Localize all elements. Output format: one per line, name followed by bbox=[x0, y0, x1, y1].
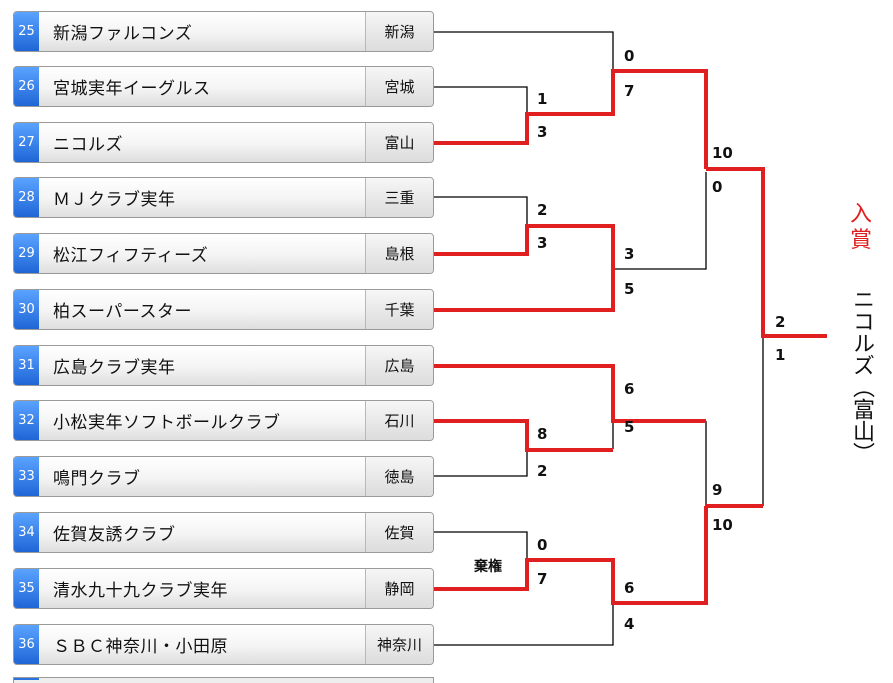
prefecture-label: 佐賀 bbox=[365, 513, 433, 552]
team-name: 新潟ファルコンズ bbox=[53, 24, 193, 44]
team-name: 小松実年ソフトボールクラブ bbox=[53, 413, 281, 433]
bracket-line-33 bbox=[434, 450, 528, 477]
team-row-31[interactable]: 31 広島クラブ実年 広島 bbox=[13, 345, 434, 386]
score-r1-32: 8 bbox=[537, 425, 548, 443]
prefecture-label: 三重 bbox=[365, 178, 433, 217]
prefecture-label: 千葉 bbox=[365, 290, 433, 329]
winner-path-27 bbox=[434, 69, 708, 169]
team-name: 鳴門クラブ bbox=[53, 469, 141, 489]
seed-number: 27 bbox=[14, 123, 39, 162]
seed-number: 33 bbox=[14, 457, 39, 496]
team-row-26[interactable]: 26 宮城実年イーグルス 宮城 bbox=[13, 66, 434, 107]
prefecture-label: 宮城 bbox=[365, 67, 433, 106]
winner-name: ニコルズ（富山） bbox=[849, 288, 874, 464]
seed-number: 25 bbox=[14, 12, 39, 51]
score-r2-30: 5 bbox=[624, 280, 635, 298]
prefecture-label: 石川 bbox=[365, 401, 433, 440]
winner-path-30 bbox=[434, 269, 615, 312]
team-row-27[interactable]: 27 ニコルズ 富山 bbox=[13, 122, 434, 163]
seed-number: 35 bbox=[14, 569, 39, 608]
prefecture-label: 広島 bbox=[365, 346, 433, 385]
score-r3-c: 9 bbox=[712, 481, 723, 499]
team-row-34[interactable]: 34 佐賀友誘クラブ 佐賀 bbox=[13, 512, 434, 553]
prefecture-label: 神奈川 bbox=[365, 625, 433, 664]
seed-number: 31 bbox=[14, 346, 39, 385]
team-row-35[interactable]: 35 清水九十九クラブ実年 静岡 bbox=[13, 568, 434, 609]
score-r2-31: 6 bbox=[624, 380, 635, 398]
team-row-30[interactable]: 30 柏スーパースター 千葉 bbox=[13, 289, 434, 330]
score-r1-26: 1 bbox=[537, 90, 548, 108]
prefecture-label: 静岡 bbox=[365, 569, 433, 608]
team-name: 宮城実年イーグルス bbox=[53, 79, 211, 99]
prefecture-label: 島根 bbox=[365, 234, 433, 273]
bracket-line-34 bbox=[434, 531, 528, 560]
score-final-top: 2 bbox=[775, 313, 786, 331]
score-r1-33: 2 bbox=[537, 462, 548, 480]
team-row-29[interactable]: 29 松江フィフティーズ 島根 bbox=[13, 233, 434, 274]
award-label: 入賞 bbox=[849, 202, 872, 253]
team-name: 広島クラブ実年 bbox=[53, 358, 176, 378]
winner-path-final bbox=[706, 167, 827, 338]
next-team-seed-partial bbox=[14, 678, 39, 680]
score-r1-28: 2 bbox=[537, 201, 548, 219]
team-name: 清水九十九クラブ実年 bbox=[53, 581, 228, 601]
team-name: 柏スーパースター bbox=[53, 302, 192, 322]
score-r2-25: 0 bbox=[624, 47, 635, 65]
score-r2-36: 4 bbox=[624, 615, 635, 633]
bracket-line-2830 bbox=[613, 172, 707, 270]
team-row-33[interactable]: 33 鳴門クラブ 徳島 bbox=[13, 456, 434, 497]
bracket-line-36 bbox=[434, 603, 614, 646]
winner-path-31 bbox=[434, 364, 706, 423]
score-r1-29: 3 bbox=[537, 234, 548, 252]
bracket-line-28 bbox=[434, 196, 528, 226]
team-name: ＳＢＣ神奈川・小田原 bbox=[53, 637, 228, 657]
prefecture-label: 新潟 bbox=[365, 12, 433, 51]
seed-number: 34 bbox=[14, 513, 39, 552]
winner-path-32 bbox=[434, 419, 613, 452]
team-name: ニコルズ bbox=[53, 135, 123, 155]
team-row-32[interactable]: 32 小松実年ソフトボールクラブ 石川 bbox=[13, 400, 434, 441]
score-final-bottom: 1 bbox=[775, 346, 786, 364]
bracket-line-25 bbox=[434, 31, 614, 71]
score-r1-27: 3 bbox=[537, 123, 548, 141]
winner-path-35 bbox=[434, 506, 708, 605]
forfeit-note: 棄権 bbox=[474, 559, 502, 575]
score-r3-a: 10 bbox=[712, 144, 733, 162]
score-r1-35: 7 bbox=[537, 570, 548, 588]
team-row-28[interactable]: 28 ＭＪクラブ実年 三重 bbox=[13, 177, 434, 218]
team-name: ＭＪクラブ実年 bbox=[53, 190, 176, 210]
seed-number: 29 bbox=[14, 234, 39, 273]
score-r3-d: 10 bbox=[712, 516, 733, 534]
winner-path-29 bbox=[434, 224, 615, 269]
score-r1-34: 0 bbox=[537, 536, 548, 554]
prefecture-label: 徳島 bbox=[365, 457, 433, 496]
team-name: 佐賀友誘クラブ bbox=[53, 525, 176, 545]
score-r2-3233: 5 bbox=[624, 418, 635, 436]
score-r3-b: 0 bbox=[712, 178, 723, 196]
seed-number: 30 bbox=[14, 290, 39, 329]
team-row-25[interactable]: 25 新潟ファルコンズ 新潟 bbox=[13, 11, 434, 52]
bracket-line-26 bbox=[434, 86, 528, 114]
prefecture-label: 富山 bbox=[365, 123, 433, 162]
seed-number: 36 bbox=[14, 625, 39, 664]
score-r2-2627: 7 bbox=[624, 82, 635, 100]
team-name: 松江フィフティーズ bbox=[53, 246, 209, 266]
team-row-36[interactable]: 36 ＳＢＣ神奈川・小田原 神奈川 bbox=[13, 624, 434, 665]
score-r2-3435: 6 bbox=[624, 579, 635, 597]
score-r2-2829: 3 bbox=[624, 245, 635, 263]
seed-number: 28 bbox=[14, 178, 39, 217]
seed-number: 32 bbox=[14, 401, 39, 440]
seed-number: 26 bbox=[14, 67, 39, 106]
